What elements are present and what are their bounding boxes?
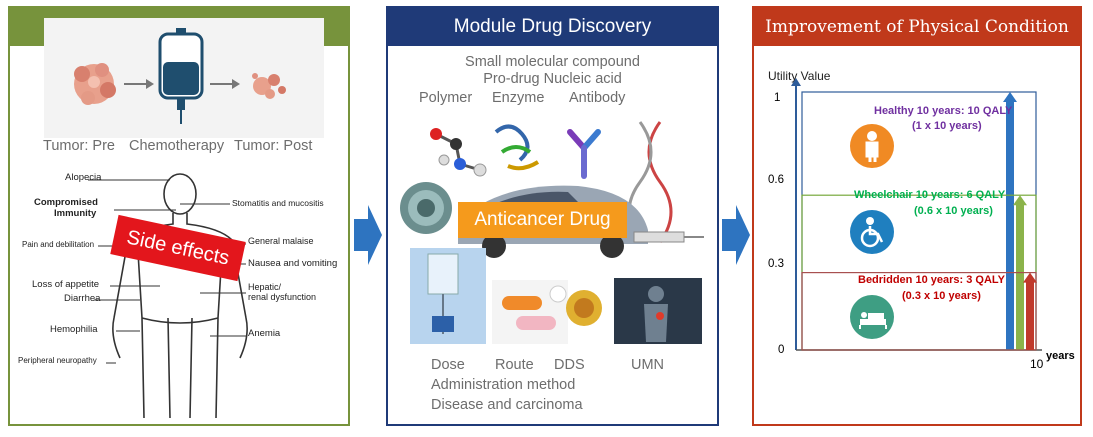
antibody-label: Antibody (569, 90, 626, 106)
molecule-icon (430, 128, 487, 177)
wheelchair-title: Wheelchair 10 years: 6 QALY (854, 189, 1006, 201)
dds-label: DDS (554, 357, 585, 373)
drug-discovery-title: Module Drug Discovery (388, 8, 717, 46)
virus-icon (566, 290, 602, 326)
bar-healthy (1006, 100, 1014, 350)
iv-drip-photo (410, 248, 486, 344)
loss-of-appetite-label: Loss of appetite (32, 279, 100, 290)
disease-label: Disease and carcinoma (431, 397, 583, 413)
physical-condition-panel: Improvement of Physical Condition Utilit… (752, 6, 1082, 426)
administration-label: Administration method (431, 377, 576, 393)
tumor-shrinkage-panel: Tumor Shrinkage (8, 6, 350, 426)
tumor-post-icon (252, 73, 286, 99)
renal-label: renal dysfunction (248, 292, 317, 302)
arrow-right-icon-panel1 (354, 205, 382, 265)
human-body-outline (88, 173, 248, 419)
qaly-chart (791, 78, 1042, 351)
chemotherapy-illustration (44, 18, 324, 138)
bed-icon (850, 295, 894, 339)
physical-condition-title: Improvement of Physical Condition (754, 8, 1080, 46)
bedridden-title: Bedridden 10 years: 3 QALY (858, 274, 1005, 286)
y-tick-0-6: 0.6 (768, 174, 784, 186)
y-tick-1: 1 (774, 92, 781, 104)
bedridden-sub: (0.3 x 10 years) (902, 290, 981, 302)
level-box-bedridden (801, 272, 1037, 351)
bar-wheelchair (1016, 203, 1024, 350)
iv-bag-icon (158, 28, 204, 124)
tumor-pre-label: Tumor: Pre (43, 138, 115, 154)
general-malaise-label: General malaise (248, 236, 314, 246)
enzyme-label: Enzyme (492, 90, 545, 106)
nausea-label: Nausea and vomiting (248, 258, 338, 269)
syringe-icon (633, 231, 704, 243)
arrow-right-icon-panel2 (722, 205, 750, 265)
peripheral-neuropathy-label: Peripheral neuropathy (18, 356, 97, 365)
healthy-sub: (1 x 10 years) (912, 120, 982, 132)
hemophilia-label: Hemophilia (50, 324, 98, 335)
y-axis-label: Utility Value (768, 69, 831, 83)
pills-photo (492, 280, 568, 344)
wheelchair-sub: (0.6 x 10 years) (914, 205, 993, 217)
pain-label: Pain and debilitation (22, 240, 95, 249)
umn-label: UMN (631, 357, 665, 373)
arrow-right-icon (124, 79, 154, 89)
dose-label: Dose (431, 357, 465, 373)
polymer-label: Polymer (419, 90, 473, 106)
route-label: Route (495, 357, 534, 373)
anemia-label: Anemia (248, 328, 281, 339)
tumor-post-label: Tumor: Post (234, 138, 313, 154)
chemotherapy-label: Chemotherapy (129, 138, 225, 154)
arrow-right-icon-2 (210, 79, 240, 89)
stomatitis-label: Stomatitis and mucositis (232, 198, 324, 208)
healthy-title: Healthy 10 years: 10 QALY (874, 105, 1013, 117)
umn-body-photo (614, 278, 702, 344)
prodrug-label: Pro-drug Nucleic acid (483, 71, 622, 87)
bar-arrow-healthy (1003, 92, 1017, 102)
wheelchair-icon (850, 210, 894, 254)
polymer-sphere-icon (400, 182, 452, 234)
anticancer-drug-label: Anticancer Drug (458, 202, 627, 238)
healthy-person-icon (850, 124, 894, 168)
bar-arrow-bedridden (1023, 272, 1037, 283)
small-molecular-label: Small molecular compound (465, 54, 640, 70)
bar-arrow-wheelchair (1013, 195, 1027, 206)
enzyme-icon (494, 124, 540, 171)
diarrhea-label: Diarrhea (64, 293, 101, 304)
y-tick-0-3: 0.3 (768, 258, 784, 270)
chemotherapy-graphic (74, 28, 286, 124)
hepatic-label: Hepatic/ (248, 282, 282, 292)
module-drug-discovery-panel: Module Drug Discovery Small molecular co… (386, 6, 719, 426)
antibody-icon (567, 129, 601, 179)
y-axis-arrow (791, 78, 801, 86)
alopecia-label: Alopecia (65, 172, 102, 183)
y-tick-0: 0 (778, 344, 785, 356)
immunity-label: Immunity (54, 208, 97, 219)
tumor-pre-icon (74, 63, 116, 105)
compromised-label: Compromised (34, 197, 98, 208)
x-tick-10: 10 (1030, 357, 1044, 371)
x-axis-label: years (1046, 350, 1075, 362)
bar-bedridden (1026, 280, 1034, 350)
